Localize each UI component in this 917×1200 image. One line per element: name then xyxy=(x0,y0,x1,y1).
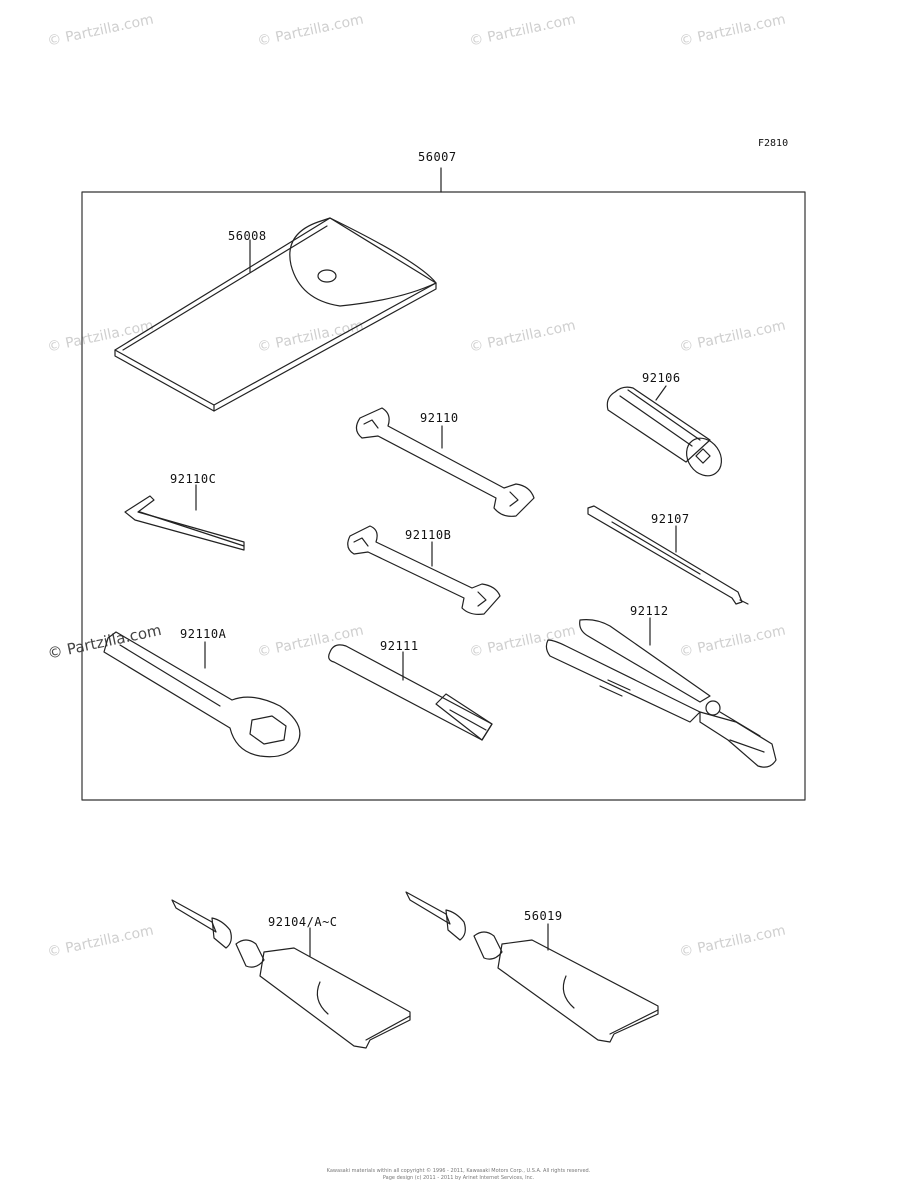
part-label-screwdriver: 92107 xyxy=(651,512,690,526)
part-label-ring-wrench: 92110A xyxy=(180,627,227,641)
tool-case-drawing xyxy=(114,217,437,412)
kit-frame xyxy=(81,167,806,801)
ring-wrench-drawing xyxy=(103,631,301,758)
footer-copyright: Kawasaki materials within all copyright … xyxy=(0,1168,917,1182)
part-label-kit: 56007 xyxy=(418,150,457,164)
grease-tube-b-drawing xyxy=(405,891,659,1043)
grease-tube-a-drawing xyxy=(171,899,411,1049)
part-label-open-end-wrench: 92110 xyxy=(420,411,459,425)
screwdriver-drawing xyxy=(587,505,749,605)
part-label-hex-wrench: 92110C xyxy=(170,472,217,486)
socket-wrench-drawing xyxy=(606,385,723,477)
footer-line-2: Page design (c) 2011 - 2011 by Arinet In… xyxy=(382,1175,535,1181)
figure-code: F2810 xyxy=(758,138,789,149)
part-label-grease-tube-b: 56019 xyxy=(524,909,563,923)
part-label-case: 56008 xyxy=(228,229,267,243)
open-end-wrench-b-drawing xyxy=(347,525,501,615)
footer-line-1: Kawasaki materials within all copyright … xyxy=(326,1168,591,1174)
handle-drawing xyxy=(328,644,493,741)
part-label-grease-tube-a: 92104/A~C xyxy=(268,915,338,929)
hex-key-drawing xyxy=(124,484,245,551)
part-label-pliers: 92112 xyxy=(630,604,669,618)
part-label-open-end-wrench-b: 92110B xyxy=(405,528,452,542)
pliers-drawing xyxy=(545,617,777,768)
part-label-socket-wrench: 92106 xyxy=(642,371,681,385)
part-label-handle: 92111 xyxy=(380,639,419,653)
open-end-wrench-drawing xyxy=(355,407,535,517)
